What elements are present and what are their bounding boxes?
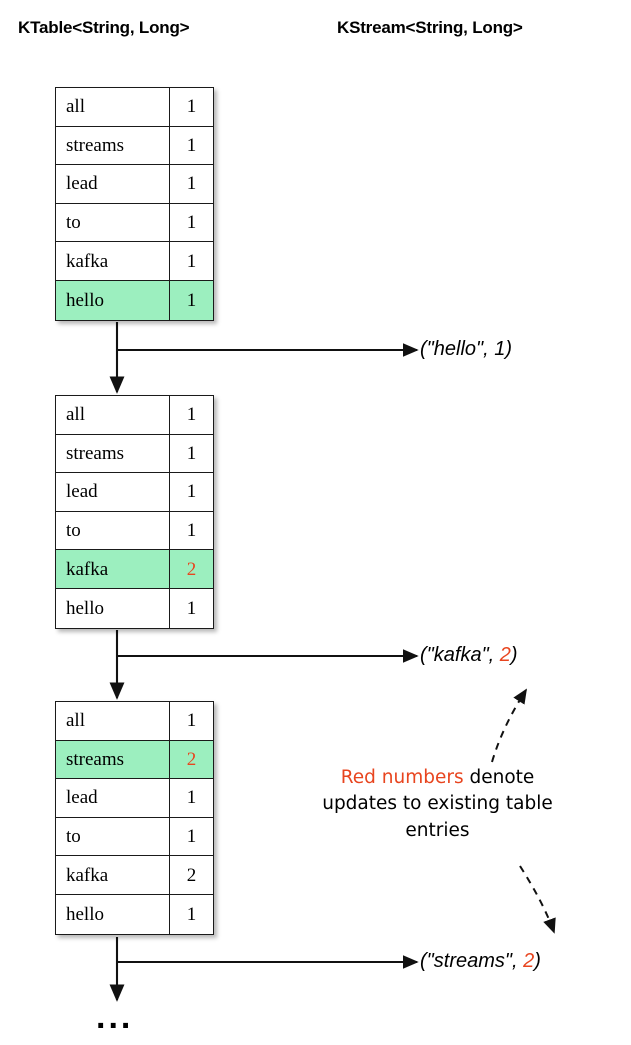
stream-record-prefix: ("kafka", (420, 644, 500, 666)
table-cell-key: to (56, 203, 170, 242)
stream-record-3: ("streams", 2) (420, 951, 541, 971)
table-cell-key: kafka (56, 856, 170, 894)
table-cell-key: all (56, 396, 170, 434)
ktable-snapshot-3: all 1 streams 2 lead 1 to 1 kafka 2 hell… (55, 701, 214, 935)
table-cell-key: kafka (56, 550, 170, 588)
stream-record-suffix: ) (534, 950, 541, 972)
table-cell-value: 1 (186, 96, 197, 118)
kstream-column-heading: KStream<String, Long> (337, 18, 523, 37)
table-cell-value: 1 (186, 710, 197, 732)
ktable-snapshot-2: all 1 streams 1 lead 1 to 1 kafka 2 hell… (55, 395, 214, 629)
table-cell-value: 1 (186, 903, 197, 925)
table-cell-value: 1 (186, 442, 197, 464)
annotation-note: Red numbers denote updates to existing t… (310, 765, 565, 844)
table-cell-key: streams (56, 740, 170, 779)
table-cell-key: lead (56, 165, 170, 203)
table-row: kafka 2 (56, 550, 213, 589)
table-cell-value: 2 (186, 748, 197, 770)
annotation-dashed-arrow-up (491, 688, 527, 763)
table-row: lead 1 (56, 473, 213, 512)
table-cell-value: 2 (186, 558, 197, 580)
annotation-red-text: Red numbers (340, 767, 464, 788)
table-row: streams 1 (56, 126, 213, 166)
table-cell-value: 1 (186, 173, 197, 195)
table-cell-key: all (56, 88, 170, 126)
table-row: lead 1 (56, 165, 213, 204)
table-cell-key: all (56, 702, 170, 740)
table-cell-value: 1 (186, 250, 197, 272)
table-row: kafka 1 (56, 242, 213, 281)
table-cell-key: to (56, 511, 170, 550)
table-row: kafka 2 (56, 856, 213, 895)
table-row: hello 1 (56, 588, 213, 628)
table-row: to 1 (56, 817, 213, 857)
stream-record-prefix: ("hello", (420, 338, 495, 360)
table-cell-value: 1 (186, 826, 197, 848)
stream-record-suffix: ) (510, 644, 518, 666)
table-row: lead 1 (56, 779, 213, 818)
table-cell-value: 1 (186, 481, 197, 503)
table-cell-value: 1 (186, 134, 197, 156)
table-row: all 1 (56, 702, 213, 741)
table-row: hello 1 (56, 894, 213, 934)
table-cell-value: 1 (186, 520, 197, 542)
table-cell-value: 1 (186, 404, 197, 426)
table-cell-value: 1 (186, 212, 197, 234)
stream-record-suffix: ) (505, 338, 513, 360)
stream-record-1: ("hello", 1) (420, 339, 512, 359)
stream-record-2: ("kafka", 2) (420, 645, 518, 665)
table-row: all 1 (56, 88, 213, 127)
table-cell-key: hello (56, 280, 170, 320)
table-row: to 1 (56, 511, 213, 551)
table-cell-key: streams (56, 126, 170, 165)
ktable-snapshot-1: all 1 streams 1 lead 1 to 1 kafka 1 hell… (55, 87, 214, 321)
table-cell-key: hello (56, 588, 170, 628)
table-row: streams 1 (56, 434, 213, 474)
table-cell-key: kafka (56, 242, 170, 280)
table-cell-key: lead (56, 473, 170, 511)
table-cell-key: to (56, 817, 170, 856)
table-cell-value: 1 (186, 289, 197, 311)
table-row: to 1 (56, 203, 213, 243)
table-row: hello 1 (56, 280, 213, 320)
stream-record-value: 2 (523, 950, 535, 972)
stream-record-value: 1 (494, 338, 506, 360)
ktable-column-heading: KTable<String, Long> (18, 18, 190, 37)
stream-record-value: 2 (499, 644, 511, 666)
table-cell-key: streams (56, 434, 170, 473)
table-row: all 1 (56, 396, 213, 435)
annotation-dashed-arrow-down (519, 865, 556, 934)
continuation-ellipsis: ... (96, 998, 134, 1036)
stream-record-prefix: ("streams", (420, 950, 524, 972)
table-cell-value: 1 (186, 787, 197, 809)
table-row: streams 2 (56, 740, 213, 780)
table-cell-value: 2 (186, 864, 197, 886)
table-cell-value: 1 (186, 597, 197, 619)
table-cell-key: lead (56, 779, 170, 817)
annotation-black-text: denote updates to existing table entries (322, 767, 553, 841)
table-cell-key: hello (56, 894, 170, 934)
